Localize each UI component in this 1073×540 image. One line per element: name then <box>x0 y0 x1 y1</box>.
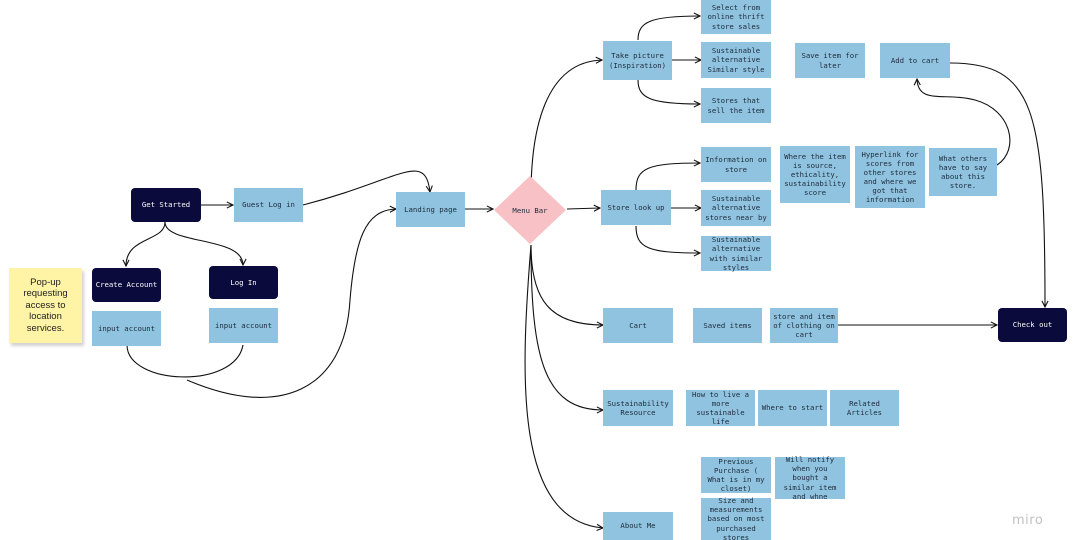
input-account-node: input account <box>92 311 161 346</box>
will-notify-node: Will notify when you bought a similar it… <box>775 455 845 501</box>
edge-take-select <box>637 16 700 41</box>
edge-menu-cart <box>530 244 603 325</box>
select-thrift-node: Select from online thrift store sales <box>701 0 771 34</box>
sustainable-style-node: Sustainable alternative Similar style <box>701 42 771 78</box>
edge-inputs-landing <box>126 209 396 398</box>
menu-bar-decision: Menu Bar <box>493 175 567 245</box>
sustainable-similar-styles-node: Sustainable alternative with similar sty… <box>701 235 771 272</box>
edge-getstarted-login <box>164 221 243 265</box>
size-measurements-node: Size and measurements based on most purc… <box>701 496 771 540</box>
edge-menu-storelookup <box>566 208 600 209</box>
store-look-up-node: Store look up <box>601 190 671 225</box>
edge-getstarted-create <box>126 221 166 266</box>
add-to-cart-node: Add to cart <box>880 43 950 78</box>
landing-page-node: Landing page <box>396 192 465 227</box>
hyperlink-scores-node: Hyperlink for scores from other stores a… <box>855 146 925 208</box>
take-picture-node: Take picture (Inspiration) <box>603 41 672 80</box>
about-me-node: About Me <box>603 512 673 540</box>
edge-addcart-checkout <box>949 62 1045 307</box>
log-in-node: Log In <box>209 266 278 299</box>
edge-lookup-info <box>635 163 700 191</box>
related-articles-node: Related Articles <box>830 390 899 426</box>
get-started-node: Get Started <box>131 188 201 222</box>
where-item-source-node: Where the item is source, ethicality, su… <box>780 146 850 203</box>
edge-menu-resource <box>530 244 603 410</box>
edge-take-stores <box>637 79 700 104</box>
saved-items-node: Saved items <box>693 308 762 343</box>
check-out-node: Check out <box>998 308 1067 342</box>
previous-purchase-node: Previous Purchase ( What is in my closet… <box>701 457 771 493</box>
guest-login-node: Guest Log in <box>234 188 303 222</box>
how-to-live-node: How to live a more sustainable life <box>686 390 755 426</box>
where-to-start-node: Where to start <box>758 390 827 426</box>
menu-bar-label: Menu Bar <box>512 205 548 215</box>
input-account-node: input account <box>209 308 278 343</box>
stores-sell-item-node: Stores that sell the item <box>701 88 771 123</box>
info-on-store-node: Information on store <box>701 147 771 182</box>
miro-watermark: miro <box>1012 513 1044 528</box>
sustainable-near-by-node: Sustainable alternative stores near by <box>701 190 771 226</box>
save-item-later-node: Save item for later <box>795 43 865 78</box>
cart-node: Cart <box>603 308 673 343</box>
edge-guest-landing <box>302 170 430 206</box>
sustainability-resource-node: Sustainability Resource <box>603 390 673 426</box>
edge-menu-takepicture <box>530 60 602 196</box>
edge-others-addcart <box>917 79 1011 166</box>
edge-menu-aboutme <box>524 244 603 528</box>
edge-lookup-similar <box>635 225 700 253</box>
popup-sticky-note: Pop-up requesting access to location ser… <box>9 268 82 343</box>
what-others-say-node: What others have to say about this store… <box>929 148 997 196</box>
create-account-node: Create Account <box>92 268 161 302</box>
diamond-shape <box>494 176 566 244</box>
store-item-on-cart-node: store and item of clothing on cart <box>770 308 838 343</box>
